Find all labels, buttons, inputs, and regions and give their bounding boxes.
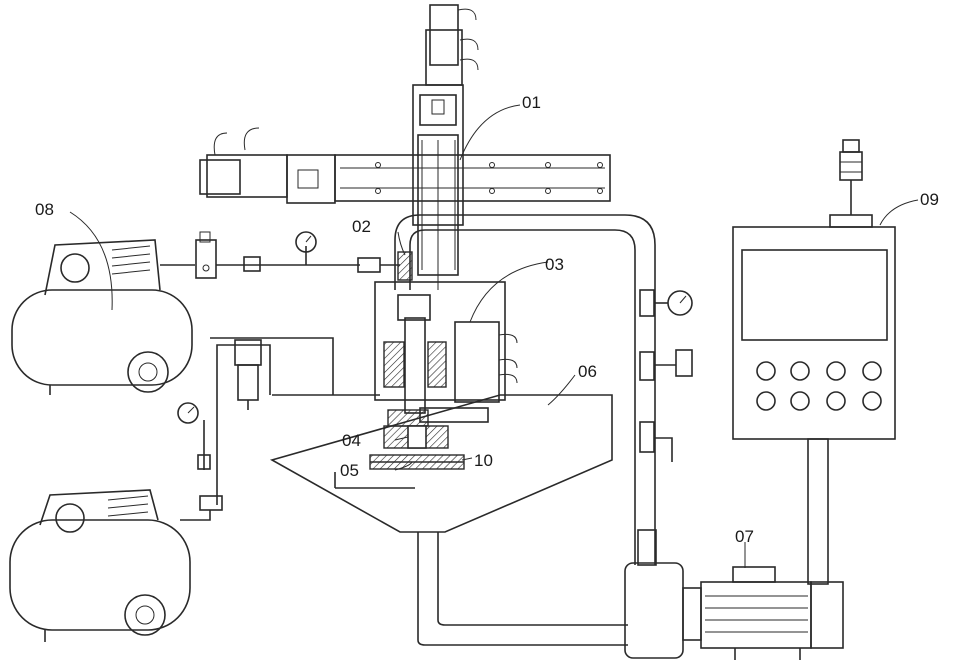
vertical-linear-module [413,5,478,290]
label-02: 02 [352,217,371,236]
air-compressor-upper [12,240,192,395]
label-06: 06 [578,362,597,381]
label-08: 08 [35,200,54,219]
upper-air-line [160,232,412,280]
spindle-assembly [370,282,517,469]
control-cabinet [733,140,895,584]
label-03: 03 [545,255,564,274]
label-04: 04 [342,431,361,450]
label-01: 01 [522,93,541,112]
leader-lines [70,105,918,568]
pump [625,563,843,660]
horizontal-linear-module [200,128,610,203]
lower-air-line [10,338,415,642]
tank [272,395,628,645]
return-pipe [395,215,692,565]
label-05: 05 [340,461,359,480]
label-07: 07 [735,527,754,546]
label-10: 10 [474,451,493,470]
label-09: 09 [920,190,939,209]
